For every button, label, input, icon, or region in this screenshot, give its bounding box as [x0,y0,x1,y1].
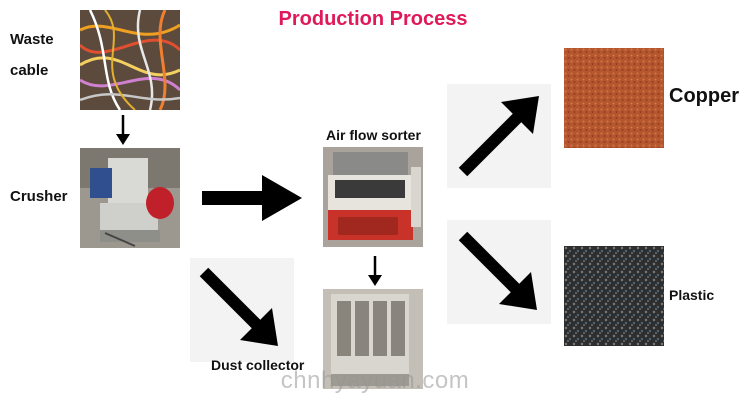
crusher-label: Crusher [10,188,68,205]
copper-label: Copper [669,85,739,107]
waste-label-line1: Waste [10,31,54,48]
arrow-waste-to-crusher [116,115,130,145]
dust-collector-label: Dust collector [211,357,305,373]
copper-image [564,48,664,148]
air-flow-sorter-image [323,147,423,247]
arrow-crusher-to-sorter [202,175,302,221]
arrow-sorter-to-dust [368,256,382,286]
waste-label-line2: cable [10,62,49,79]
arrow-to-dust-collector [199,267,278,346]
plastic-image [564,246,664,346]
waste-cable-image [80,10,180,110]
diagram-title: Production Process [278,8,468,30]
arrow-to-copper [458,96,539,177]
crusher-image [80,148,180,248]
arrow-to-plastic [458,231,537,310]
dust-collector-image [323,289,423,389]
watermark: chnhyayuan.com [280,367,470,394]
plastic-label: Plastic [669,287,715,303]
air-flow-sorter-label: Air flow sorter [326,127,421,143]
